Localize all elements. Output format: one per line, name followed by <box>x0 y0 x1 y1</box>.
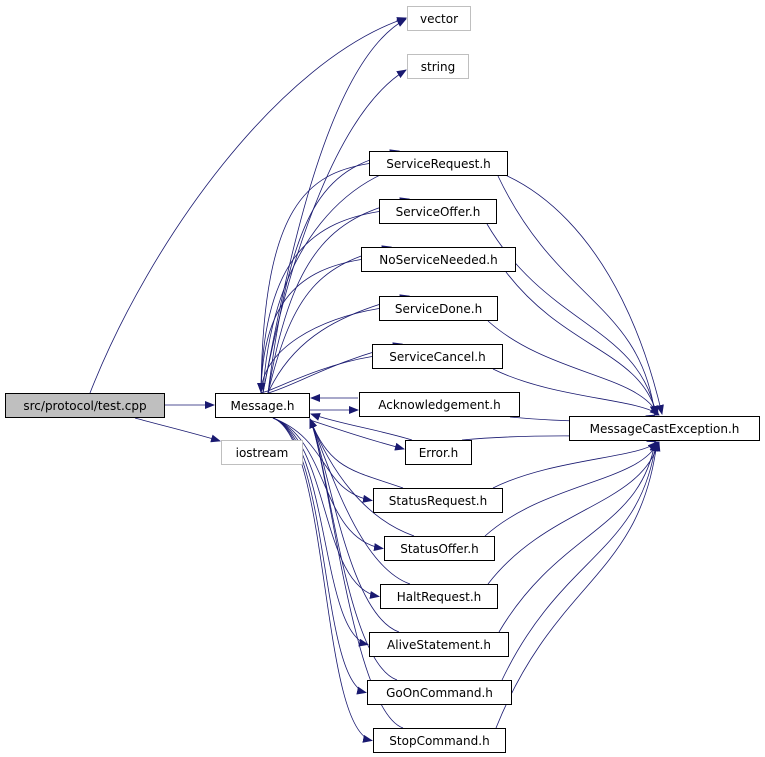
node-error-h[interactable]: Error.h <box>405 440 472 465</box>
edge-message-goncommand <box>272 417 367 695</box>
edge-message-error <box>309 419 405 451</box>
node-alive-statement-h[interactable]: AliveStatement.h <box>369 632 509 657</box>
node-no-service-needed-h[interactable]: NoServiceNeeded.h <box>361 247 516 272</box>
edge-servicedone-mce <box>487 320 659 416</box>
node-service-request-h[interactable]: ServiceRequest.h <box>369 151 508 176</box>
node-halt-request-h[interactable]: HaltRequest.h <box>380 584 498 609</box>
edge-statusrequest-message <box>309 418 404 489</box>
edge-statusrequest-mce <box>492 441 658 489</box>
node-iostream[interactable]: iostream <box>221 440 303 465</box>
edge-message-statusoffer <box>272 417 384 552</box>
edge-haltrequest-message <box>309 418 411 585</box>
node-message-cast-exception-h[interactable]: MessageCastException.h <box>569 416 760 441</box>
edge-servicedone-message <box>257 308 380 393</box>
edge-test-iostream <box>134 417 221 443</box>
node-acknowledgement-h[interactable]: Acknowledgement.h <box>359 392 520 417</box>
node-status-request-h[interactable]: StatusRequest.h <box>373 488 503 513</box>
edge-stopcommand-mce <box>495 441 660 729</box>
edge-statusoffer-mce <box>484 441 659 537</box>
edge-servicerequest-mce <box>497 175 658 416</box>
edge-servicerequest-message <box>257 163 370 393</box>
edge-haltrequest-mce <box>487 441 661 585</box>
node-stop-command-h[interactable]: StopCommand.h <box>373 728 506 753</box>
edge-serviceoffer-message <box>257 211 380 393</box>
node-string[interactable]: string <box>407 54 469 79</box>
edge-message-vector <box>262 18 407 394</box>
edge-test-vector <box>89 17 407 394</box>
node-go-on-command-h[interactable]: GoOnCommand.h <box>367 680 512 705</box>
edge-servicecancel-message <box>260 356 373 402</box>
node-service-done-h[interactable]: ServiceDone.h <box>379 296 498 321</box>
edge-stopcommand-message <box>309 418 404 729</box>
edge-message-string <box>262 69 407 394</box>
edge-statusoffer-message <box>309 418 415 537</box>
node-message-h[interactable]: Message.h <box>215 393 310 418</box>
edge-goncommand-mce <box>501 441 659 681</box>
edge-message-statusrequest <box>272 417 373 503</box>
edge-message-haltrequest <box>272 417 380 599</box>
edge-servicecancel-mce <box>492 368 660 416</box>
edge-message-alivestatement <box>272 417 369 647</box>
edge-error-message <box>310 413 413 441</box>
edge-alivestatement-message <box>309 418 400 633</box>
node-status-offer-h[interactable]: StatusOffer.h <box>384 536 495 561</box>
node-vector[interactable]: vector <box>407 6 471 31</box>
node-test-cpp[interactable]: src/protocol/test.cpp <box>5 393 165 418</box>
node-service-cancel-h[interactable]: ServiceCancel.h <box>372 344 503 369</box>
edge-alivestatement-mce <box>498 441 658 633</box>
node-service-offer-h[interactable]: ServiceOffer.h <box>379 199 497 224</box>
edge-noserviceneeded-message <box>257 259 362 393</box>
edge-noserviceneeded-mce <box>505 271 659 416</box>
